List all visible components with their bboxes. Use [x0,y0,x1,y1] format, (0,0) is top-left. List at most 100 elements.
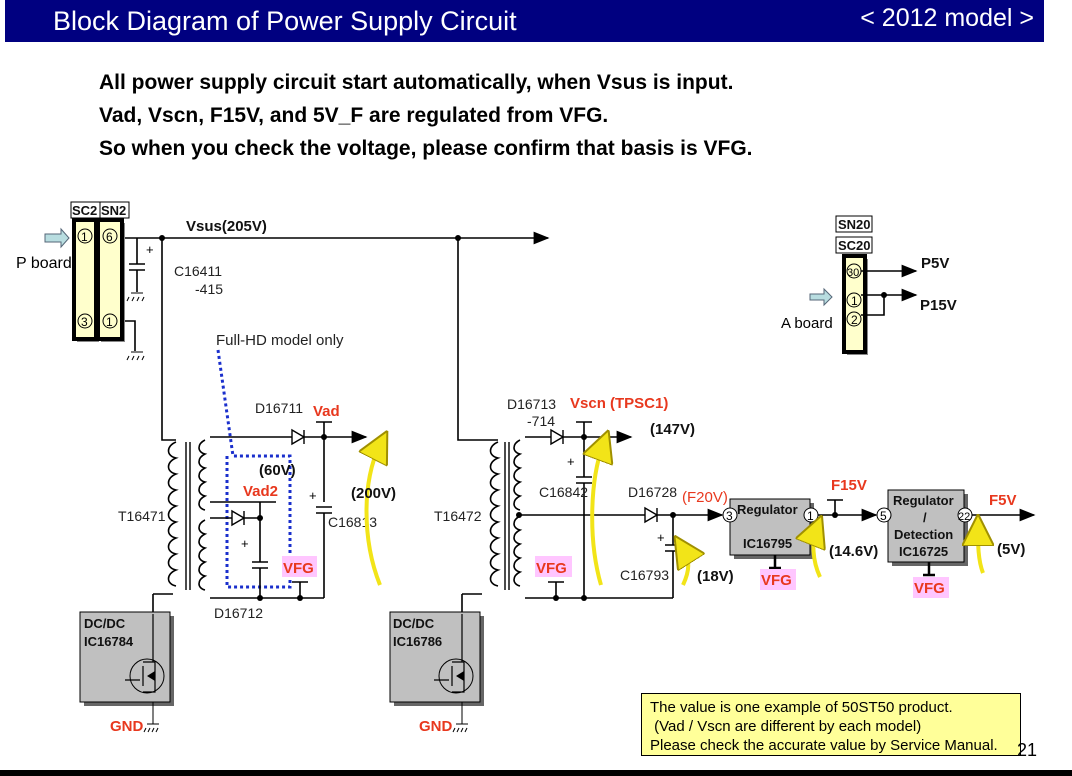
model-label: < 2012 model > [860,4,1034,32]
d16711-label: D16711 [255,400,303,416]
vfg-label: VFG [761,572,792,589]
fullhd-dotted-outline [216,349,292,589]
c16793-label: C16793 [620,567,669,583]
vfg-label: VFG [536,560,567,577]
transformer-primary-icon [489,441,501,587]
sc20-label: SC20 [838,238,871,253]
pin-label: 5 [880,509,887,523]
sc2-label: SC2 [72,203,97,218]
vfg-label: VFG [914,580,945,597]
svg-text:+: + [567,454,575,469]
dcdc-ic16786-block [389,611,481,703]
intro-line: All power supply circuit start automatic… [99,71,734,94]
left-connector: SC2 SN2 1 3 6 1 P board [16,201,130,342]
pin-label: 1 [106,315,113,329]
note-line: Please check the accurate value by Servi… [650,737,998,754]
page-number: 21 [1017,740,1038,760]
vsus-label: Vsus(205V) [186,218,267,235]
pin-label: 3 [726,509,733,523]
page-title: Block Diagram of Power Supply Circuit [53,6,517,36]
pin-label: 1 [851,294,858,308]
vfg-label: VFG [283,560,314,577]
gnd-label: GND [110,718,144,735]
p-board-label: P board [16,255,72,272]
svg-text:+: + [657,530,665,545]
svg-text:+: + [309,488,317,503]
a-board-label: A board [781,315,833,332]
p15v-label: P15V [920,297,957,314]
intro-line: So when you check the voltage, please co… [99,137,753,160]
pin-label: 1 [81,230,88,244]
input-arrow-icon [809,287,833,307]
ic16786-label: IC16786 [393,634,442,649]
right-stage: T16472 + D16713 -714 Vscn (TPSC1) (147V)… [389,238,734,735]
d16728-label: D16728 [628,484,677,500]
v146-label: (14.6V) [829,543,878,560]
pin-label: 2 [851,313,858,327]
dcdc-label: DC/DC [84,616,126,631]
pin-label: 6 [106,230,113,244]
intro-text: All power supply circuit start automatic… [99,66,753,165]
v5-label: (5V) [997,541,1025,558]
v60-label: (60V) [259,462,296,479]
vfg-highlight [535,556,572,577]
f20v-label: (F20V) [682,489,728,506]
diode-d16711-icon [291,428,306,446]
note-line: The value is one example of 50ST50 produ… [650,699,953,716]
pin-label: 1 [807,509,814,523]
regulator1-name: Regulator [737,502,798,517]
t16472-label: T16472 [434,508,482,524]
vscn-label: Vscn (TPSC1) [570,395,668,412]
mosfet-icon [438,658,474,694]
voltage-arrow-icon [813,530,820,578]
v18-label: (18V) [697,568,734,585]
svg-text:+: + [241,536,249,551]
f15v-label: F15V [831,477,867,494]
diode-d16712-icon [231,509,246,527]
ic16784-label: IC16784 [84,634,134,649]
p5v-label: P5V [921,255,949,272]
title-bar: Block Diagram of Power Supply Circuit < … [5,0,1044,42]
regulator2-name: Regulator [893,493,954,508]
c16411-sub-label: -415 [195,281,223,297]
svg-text:+: + [146,242,154,257]
voltage-arrow-icon [367,445,381,586]
regulator2-name: Detection [894,527,953,542]
dcdc-label: DC/DC [393,616,435,631]
c16842-label: C16842 [539,484,588,500]
voltage-arrow-icon [683,549,688,586]
right-connector: SN20 SC20 30 1 2 P5V P15V A board [781,215,957,355]
c16411-label: C16411 [174,263,222,279]
v147-label: (147V) [650,421,695,438]
voltage-arrow-icon [978,530,983,574]
d16713-label: D16713 [507,396,556,412]
vad2-label: Vad2 [243,483,278,500]
f5v-label: F5V [989,492,1017,509]
pin-label: 30 [847,267,859,279]
vfg-highlight [282,556,317,577]
intro-line: Vad, Vscn, F15V, and 5V_F are regulated … [99,104,609,127]
v200-label: (200V) [351,485,396,502]
left-stage: T16471 + D16711 Vad (60V) Vad2 C16813 + … [79,238,396,735]
d16713-sub-label: -714 [527,413,555,429]
ic16795-label: IC16795 [743,536,792,551]
regulator2-name: / [923,510,927,525]
pin-label: 3 [81,315,88,329]
vad-label: Vad [313,403,340,420]
sn20-label: SN20 [838,217,871,232]
d16712-label: D16712 [214,605,263,621]
note-line: (Vad / Vscn are different by each model) [650,718,922,735]
input-arrow-icon [44,227,70,249]
transformer-primary-icon [167,441,179,587]
mosfet-icon [129,658,165,694]
regulator-ic16725: Regulator / Detection IC16725 5 22 F5V V… [876,489,1036,598]
ic16725-label: IC16725 [899,544,948,559]
bottom-rule [0,770,1072,776]
gnd-label: GND [419,718,453,735]
diode-d16713-icon [550,428,565,446]
regulator-ic16795: Regulator IC16795 3 1 F15V VFG (14.6V) [722,477,878,590]
voltage-arrow-icon [592,445,603,586]
pin-label: 22 [958,511,970,523]
note-box: The value is one example of 50ST50 produ… [641,693,1021,756]
